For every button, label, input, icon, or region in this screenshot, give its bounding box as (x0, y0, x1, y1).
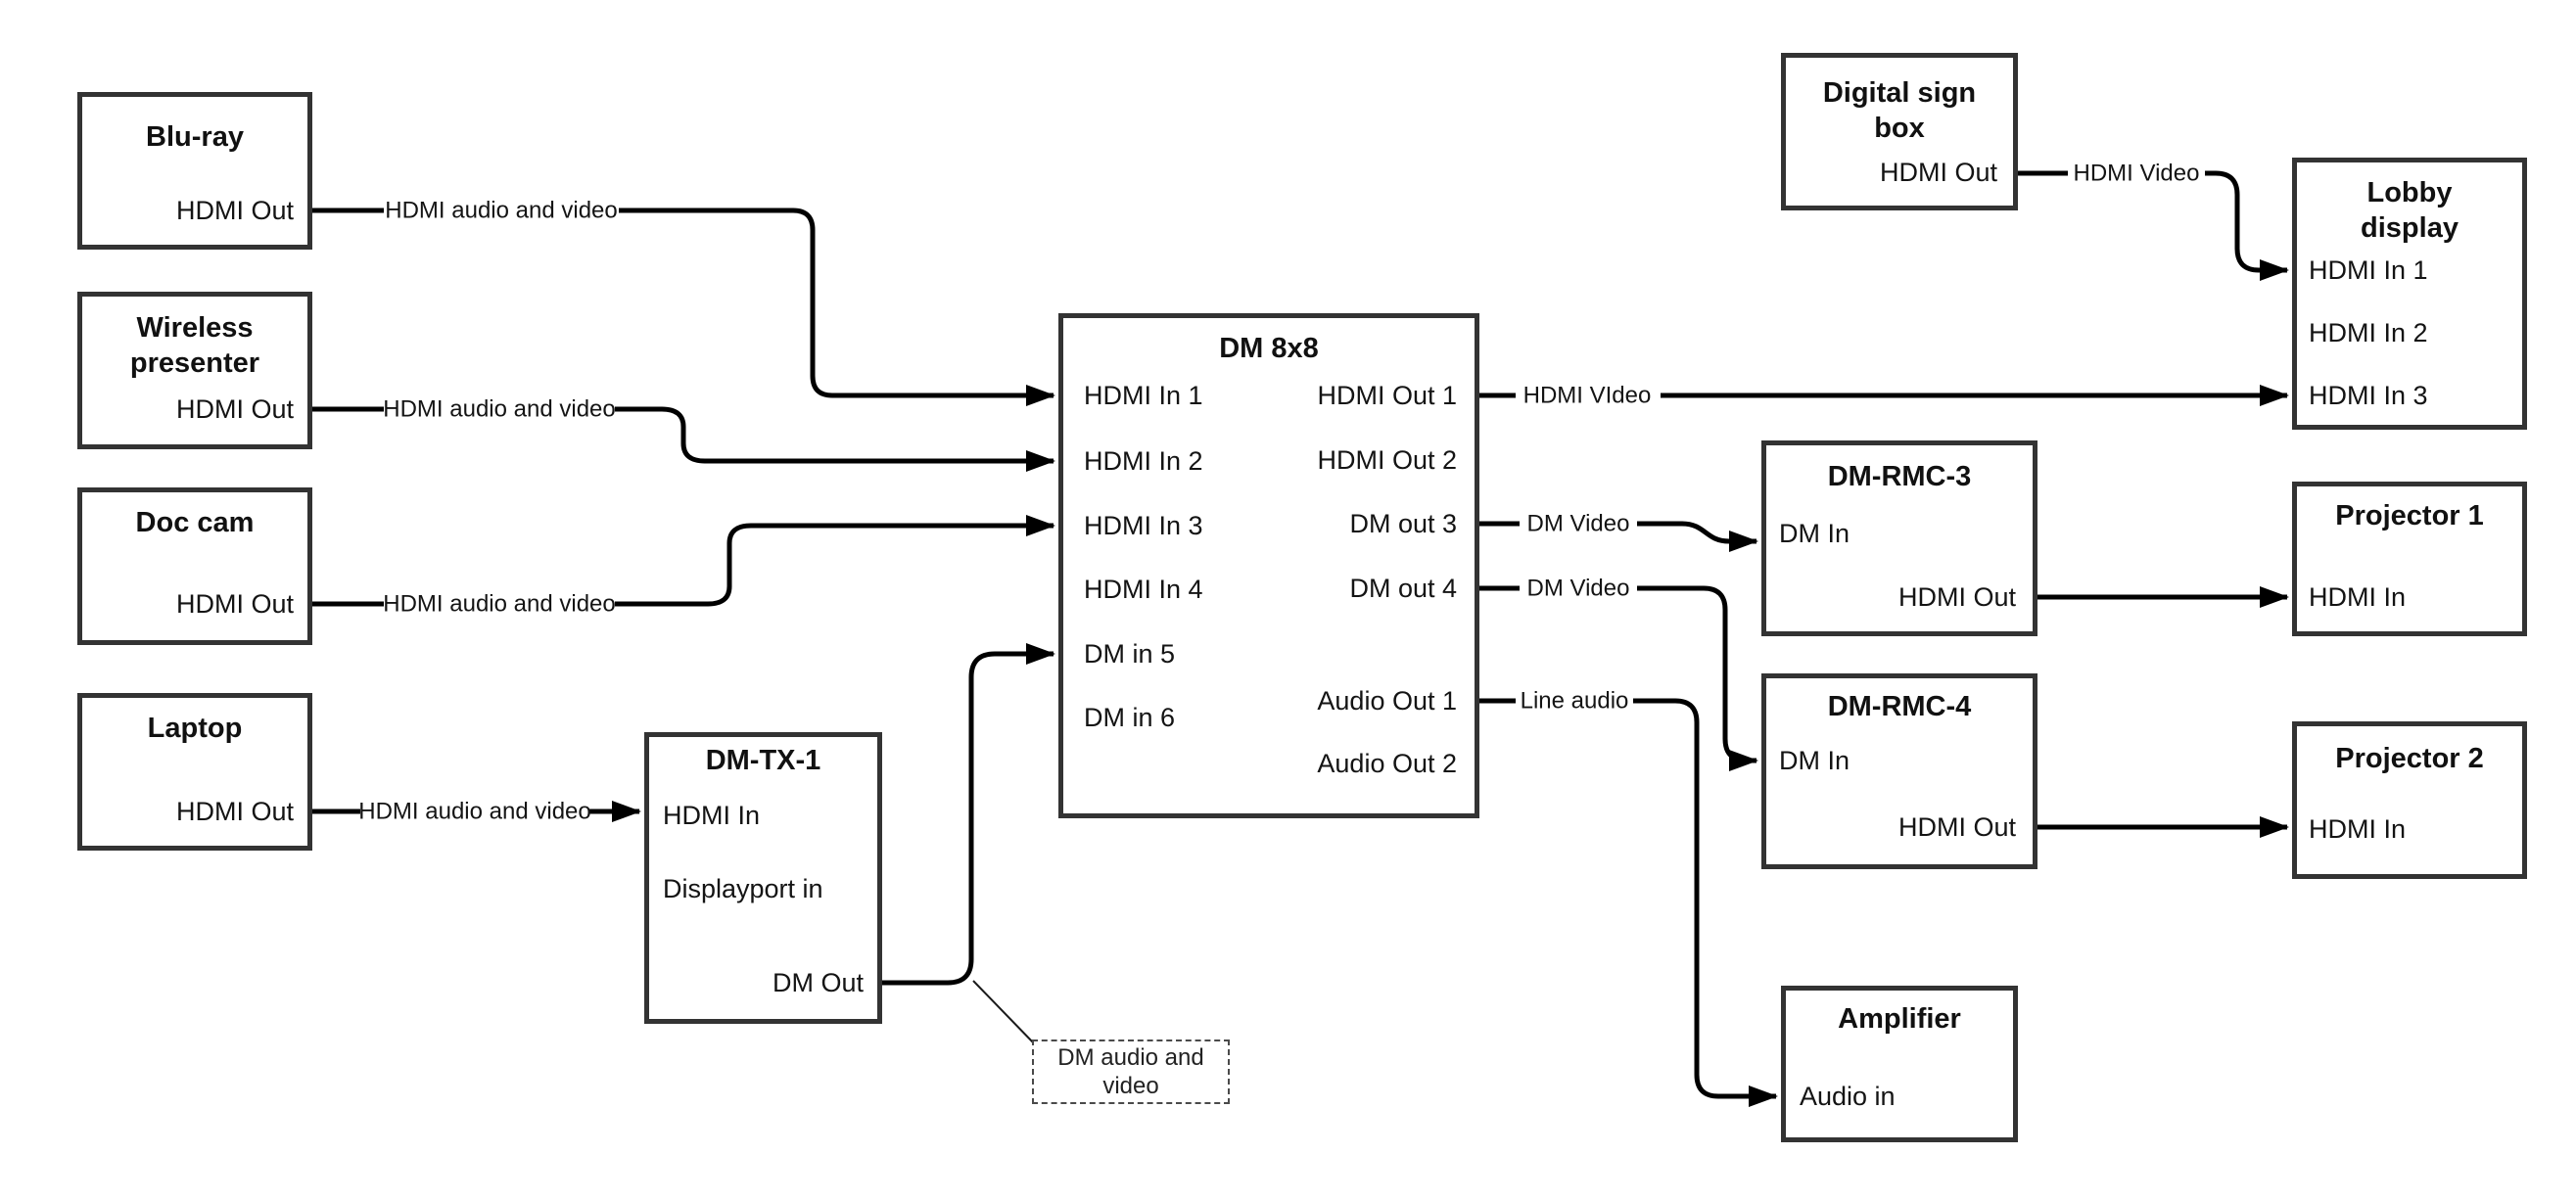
annotation-dm-audio-video-text: DM audio and video (1057, 1044, 1204, 1099)
port-proj2-hdmi-in: HDMI In (2309, 814, 2407, 844)
port-dmtx1-displayport-in: Displayport in (663, 874, 823, 903)
wire-dmout4-to-rmc4 (1637, 585, 1758, 771)
node-projector-2: Projector 2 HDMI In (2292, 721, 2527, 879)
port-rmc4-hdmi-out: HDMI Out (1897, 812, 2016, 842)
port-dm8x8-audio-out-1: Audio Out 1 (1317, 686, 1457, 716)
port-dm8x8-hdmi-in-4: HDMI In 4 (1084, 575, 1203, 604)
port-lobby-hdmi-in-2: HDMI In 2 (2309, 318, 2428, 347)
node-dm-rmc-4: DM-RMC-4 DM In HDMI Out (1761, 673, 2037, 869)
wire-doccam-to-dm8x8 (615, 515, 1055, 607)
node-laptop: Laptop HDMI Out (77, 693, 312, 851)
node-digitalsign-title: Digital sign box (1786, 75, 2013, 146)
wire-wireless-to-dm8x8 (615, 406, 1055, 472)
node-proj1-title: Projector 1 (2335, 500, 2484, 531)
port-dm8x8-hdmi-in-1: HDMI In 1 (1084, 381, 1203, 410)
port-rmc3-hdmi-out: HDMI Out (1897, 582, 2016, 612)
wire-label-sign: HDMI Video (2074, 161, 2200, 187)
port-proj1-hdmi-in: HDMI In (2309, 582, 2407, 612)
port-doccam-hdmi-out: HDMI Out (175, 589, 294, 619)
port-dm8x8-hdmi-out-2: HDMI Out 2 (1317, 445, 1457, 475)
node-bluray-title: Blu-ray (146, 121, 244, 153)
port-dm8x8-hdmi-in-2: HDMI In 2 (1084, 446, 1203, 476)
wire-label-dmout3: DM Video (1527, 511, 1630, 537)
port-rmc3-dm-in: DM In (1779, 519, 1850, 548)
node-lobby-display: Lobby display HDMI In 1 HDMI In 2 HDMI I… (2292, 158, 2527, 430)
annotation-dm-audio-video: DM audio and video (1032, 1039, 1230, 1104)
port-bluray-hdmi-out: HDMI Out (175, 196, 294, 225)
wire-label-doccam: HDMI audio and video (383, 591, 615, 618)
port-rmc4-dm-in: DM In (1779, 746, 1850, 775)
node-wireless-presenter: Wireless presenter HDMI Out (77, 292, 312, 449)
node-doccam-title: Doc cam (135, 507, 255, 538)
node-rmc3-title: DM-RMC-3 (1827, 461, 1972, 492)
port-amplifier-audio-in: Audio in (1800, 1082, 1896, 1111)
wire-audioout1-to-amp (1633, 698, 1778, 1107)
port-dmtx1-dm-out: DM Out (772, 968, 864, 997)
port-wireless-hdmi-out: HDMI Out (175, 394, 294, 424)
node-dm-rmc-3: DM-RMC-3 DM In HDMI Out (1761, 440, 2037, 636)
node-wireless-title-text: Wireless presenter (129, 312, 260, 379)
wire-label-laptop: HDMI audio and video (358, 799, 590, 825)
node-rmc4-title: DM-RMC-4 (1827, 691, 1972, 722)
wire-label-bluray: HDMI audio and video (385, 198, 617, 224)
wire-dmout3-to-rmc3 (1637, 521, 1758, 552)
node-dmtx1-title: DM-TX-1 (705, 745, 821, 776)
node-bluray: Blu-ray HDMI Out (77, 92, 312, 250)
node-amplifier: Amplifier Audio in (1781, 986, 2018, 1142)
port-lobby-hdmi-in-3: HDMI In 3 (2309, 381, 2428, 410)
port-dm8x8-hdmi-out-1: HDMI Out 1 (1317, 381, 1457, 410)
node-digital-sign-box: Digital sign box HDMI Out (1781, 53, 2018, 210)
node-dm-tx-1: DM-TX-1 HDMI In Displayport in DM Out (644, 732, 882, 1024)
port-digitalsign-hdmi-out: HDMI Out (1879, 158, 1997, 187)
node-doc-cam: Doc cam HDMI Out (77, 487, 312, 645)
node-lobby-title-text: Lobby display (2361, 177, 2459, 244)
annotation-leader-line (972, 980, 1035, 1044)
port-dm8x8-hdmi-in-3: HDMI In 3 (1084, 511, 1203, 540)
node-projector-1: Projector 1 HDMI In (2292, 482, 2527, 636)
node-proj2-title: Projector 2 (2335, 743, 2484, 774)
port-lobby-hdmi-in-1: HDMI In 1 (2309, 255, 2428, 285)
port-dm8x8-audio-out-2: Audio Out 2 (1317, 749, 1457, 778)
node-wireless-title: Wireless presenter (82, 310, 307, 381)
port-dm8x8-dm-in-5: DM in 5 (1084, 639, 1176, 669)
wire-sign-to-lobby (2205, 170, 2289, 281)
wire-label-dmout4: DM Video (1527, 576, 1630, 602)
wire-bluray-to-dm8x8 (619, 208, 1055, 406)
wire-label-audioout1: Line audio (1521, 688, 1629, 715)
port-dmtx1-hdmi-in: HDMI In (663, 801, 761, 830)
port-dm8x8-dm-out-4: DM out 4 (1349, 574, 1457, 603)
node-amplifier-title: Amplifier (1838, 1003, 1961, 1035)
wire-label-wireless: HDMI audio and video (383, 396, 615, 423)
node-lobby-title: Lobby display (2297, 175, 2522, 246)
node-digitalsign-title-text: Digital sign box (1822, 77, 1977, 144)
port-dm8x8-dm-in-6: DM in 6 (1084, 703, 1176, 732)
wire-label-hdmiout1: HDMI VIdeo (1523, 383, 1652, 409)
port-dm8x8-dm-out-3: DM out 3 (1349, 509, 1457, 538)
wire-tx-to-dm8x8 (882, 643, 1055, 986)
node-laptop-title: Laptop (147, 713, 243, 744)
node-dm-8x8: DM 8x8 HDMI In 1 HDMI In 2 HDMI In 3 HDM… (1058, 313, 1479, 818)
port-laptop-hdmi-out: HDMI Out (175, 797, 294, 826)
node-dm8x8-title: DM 8x8 (1219, 333, 1319, 364)
